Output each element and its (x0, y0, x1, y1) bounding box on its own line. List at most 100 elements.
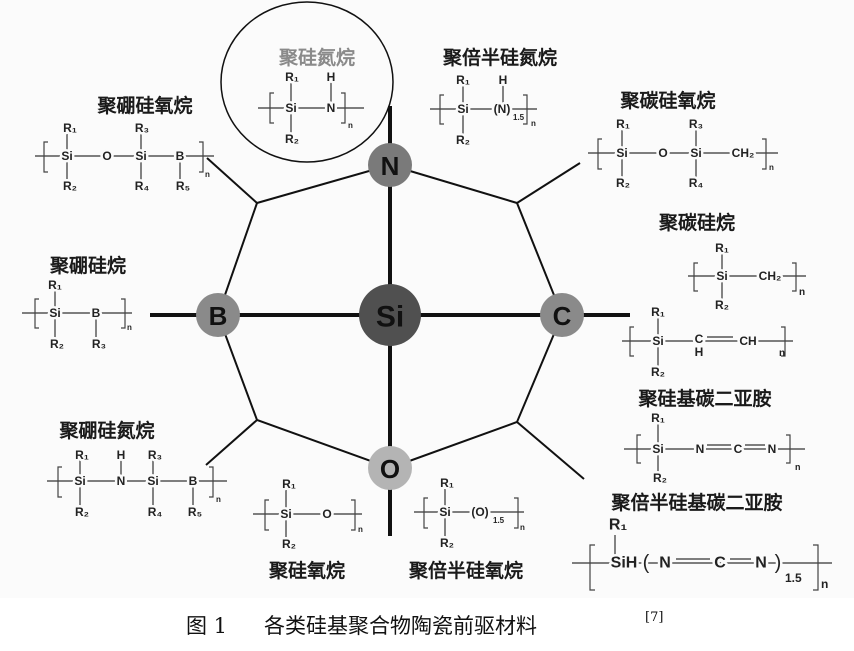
node-circle (540, 293, 584, 337)
bracket (199, 141, 204, 173)
bonds (588, 130, 778, 177)
node-label: C (553, 301, 572, 331)
bracket (57, 466, 62, 498)
atom-label: R₁ (715, 241, 729, 255)
atom-label: R₁ (440, 476, 454, 490)
polymer-polysilsesquicarbodiimide: 聚倍半硅基碳二亚胺 R₁ SiH ( N C N ) 1.5 n (572, 491, 832, 591)
atom-label: C (695, 332, 704, 346)
repeat-n: n (821, 577, 828, 591)
repeat-n: n (127, 323, 132, 332)
bonds (622, 318, 793, 366)
atom-label: R₁ (285, 70, 299, 84)
node-label: Si (376, 301, 404, 334)
polymer-polysilsesquiazane: 聚倍半硅氮烷 R₁ H Si (N) 1.5 R₂ n (430, 46, 557, 150)
bonds (572, 535, 832, 591)
atom-label: N (755, 555, 767, 572)
atom-label: SiH (611, 555, 638, 572)
bracket (693, 262, 698, 292)
atom-label: Si (652, 334, 663, 348)
atom-label: Si (439, 505, 450, 519)
spoke-line (516, 162, 581, 204)
atom-label: Si (652, 442, 663, 456)
atom-label: R₂ (651, 365, 665, 379)
subscript: 1.5 (785, 571, 802, 585)
atom-label: Si (280, 507, 291, 521)
node-circle (196, 293, 240, 337)
atom-label: ) (775, 552, 782, 574)
atom-label: O (102, 149, 111, 163)
bonds (414, 489, 524, 537)
atom-label: R₂ (456, 133, 470, 147)
atom-label: R₂ (653, 471, 667, 485)
atom-label: H (499, 73, 508, 87)
atom-label: R₁ (651, 411, 665, 425)
polymer-name: 聚倍半硅氧烷 (408, 559, 523, 582)
repeat-n: n (779, 348, 785, 359)
polymer-name: 聚碳硅烷 (658, 211, 735, 234)
atom-label: R₂ (440, 536, 454, 550)
polymer-name: 聚碳硅氧烷 (619, 89, 715, 112)
bracket (264, 499, 269, 531)
polymer-polysilylcarbodiimide: 聚硅基碳二亚胺 R₁ Si N C N R₂ n (624, 387, 805, 488)
bracket (43, 141, 48, 173)
spoke-line (205, 419, 258, 466)
node-circle (359, 284, 421, 346)
atom-label: CH (739, 334, 756, 348)
bracket (423, 497, 428, 529)
atom-label: R₂ (75, 505, 89, 519)
atom-label: R₄ (135, 179, 150, 193)
polymer-name: 聚硼硅氧烷 (96, 94, 192, 117)
atom-label: H (327, 70, 336, 84)
atom-label: R₃ (92, 337, 106, 351)
polymer-name: 聚硼硅氮烷 (58, 419, 154, 442)
atom-label: Si (49, 306, 60, 320)
subscript: 1.5 (513, 113, 525, 122)
node-c: C (540, 293, 584, 337)
atom-label: C (734, 442, 743, 456)
spoke-line (206, 157, 258, 204)
bonds (430, 85, 537, 135)
polymer-polyborosiloxane: 聚硼硅氧烷 R₁ R₃ Si O Si B R₂ R₄ R₅ n (35, 94, 214, 196)
atom-label: R₄ (689, 176, 704, 190)
bracket (351, 499, 356, 531)
atom-label: Si (616, 146, 627, 160)
caption-reference: [7] (645, 610, 663, 625)
atom-label: R₃ (135, 121, 149, 135)
node-circle (368, 446, 412, 490)
repeat-n: n (520, 523, 525, 532)
node-b: B (196, 293, 240, 337)
atom-label: Si (285, 101, 296, 115)
figure-caption: 图 1 各类硅基聚合物陶瓷前驱材料 [7] (186, 610, 663, 638)
polymer-name: 聚硅基碳二亚胺 (637, 387, 771, 410)
node-label: B (209, 301, 228, 331)
polymer-polyborosilane: 聚硼硅烷 R₁ Si B R₂ R₃ n (22, 254, 132, 354)
caption-text: 各类硅基聚合物陶瓷前驱材料 (264, 614, 537, 638)
atom-label: R₂ (715, 298, 729, 312)
repeat-n: n (769, 163, 774, 172)
atom-label: R₁ (651, 305, 665, 319)
atom-label: C (714, 555, 726, 572)
bracket (589, 544, 595, 591)
bracket (341, 92, 346, 124)
atom-label: Si (690, 146, 701, 160)
repeat-n: n (358, 525, 363, 534)
bracket (597, 138, 602, 170)
atom-label: Si (457, 102, 468, 116)
bracket (34, 298, 39, 329)
polymer-polycarbosiloxane: 聚碳硅氧烷 R₁ R₃ Si O Si CH₂ R₂ R₄ n (588, 89, 778, 193)
atom-label: B (176, 149, 185, 163)
atom-label: R₁ (609, 517, 628, 534)
atom-label: R₂ (616, 176, 630, 190)
atom-label: R₃ (148, 448, 162, 462)
bracket (629, 326, 634, 357)
atom-label: N (696, 442, 705, 456)
atom-label: B (92, 306, 101, 320)
repeat-n: n (348, 121, 353, 130)
bracket (762, 138, 767, 170)
atom-label: H (117, 448, 126, 462)
atom-label: R₁ (616, 117, 630, 131)
bonds (35, 134, 214, 180)
atom-label: R₁ (63, 121, 77, 135)
polymer-polysilazane: 聚硅氮烷 R₁ H Si N R₂ n (258, 46, 364, 149)
